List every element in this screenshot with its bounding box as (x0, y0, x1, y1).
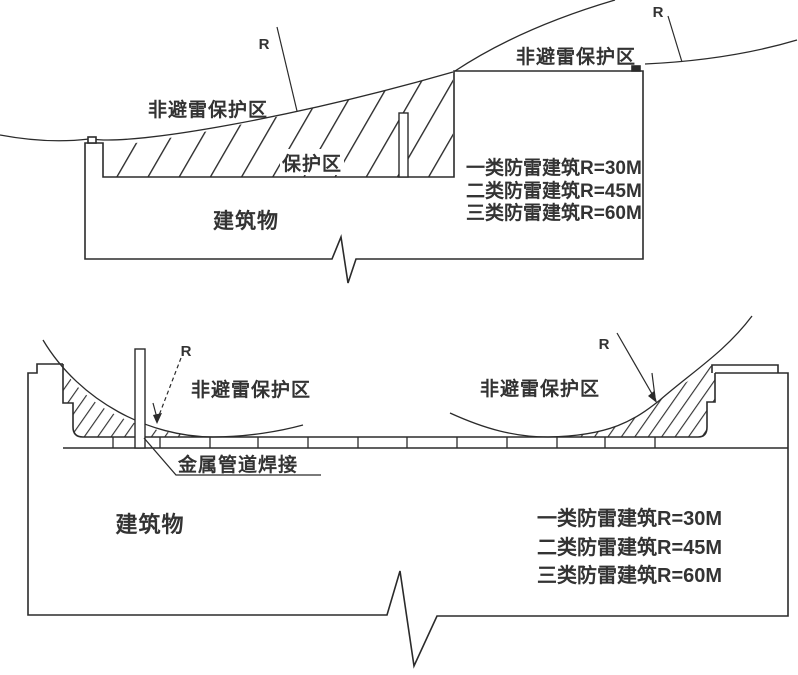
bottom-radius-leader-right (616, 332, 656, 400)
sphere-arc-roof (91, 71, 454, 141)
top-building-label: 建筑物 (213, 209, 279, 233)
bottom-roof-pipe (134, 348, 146, 449)
bottom-class-line-2: 二类防雷建筑R=45M (537, 535, 722, 559)
bottom-radius-label-right: R (599, 336, 610, 353)
air-terminal-left (87, 136, 97, 144)
top-roof-pipe (398, 112, 409, 178)
top-radius-label-right: R (653, 4, 664, 21)
bottom-class-line-1: 一类防雷建筑R=30M (537, 506, 722, 530)
top-diagram (0, 0, 798, 284)
top-class-line-3: 三类防雷建筑R=60M (466, 201, 642, 224)
bottom-hatch-right (548, 365, 715, 437)
bottom-radius-arrow-left (153, 413, 162, 424)
bottom-class-line-3: 三类防雷建筑R=60M (537, 563, 722, 587)
top-building-outline (84, 70, 644, 284)
top-protection-zone-hatch (105, 72, 453, 177)
top-class-line-2: 二类防雷建筑R=45M (466, 179, 642, 202)
top-unprotected-right-label: 非避雷保护区 (516, 45, 636, 68)
bottom-roof-inner-profile (62, 364, 716, 438)
bottom-radius-leader-left (157, 357, 182, 419)
top-radius-leader-left (276, 26, 298, 112)
sphere-arc-far-left (0, 134, 90, 142)
sphere-arc-far-right (644, 39, 798, 65)
top-class-line-1: 一类防雷建筑R=30M (466, 156, 642, 179)
bottom-building-label: 建筑物 (115, 512, 184, 537)
air-terminal-right (631, 65, 641, 72)
top-diagram-labels: 非避雷保护区 非避雷保护区 保护区 建筑物 R R 一类防雷建筑R=30M 二类… (148, 4, 664, 233)
top-radius-leader-right (667, 15, 683, 63)
sphere-arc-over-tower (454, 0, 616, 72)
bottom-hatch-left (63, 372, 210, 437)
bottom-radius-label-left: R (181, 343, 192, 360)
label-backing (280, 149, 344, 175)
bottom-unprotected-left-label: 非避雷保护区 (191, 378, 311, 401)
roof-panel-dividers (112, 437, 656, 448)
pipe-weld-label: 金属管道焊接 (177, 453, 298, 476)
bottom-sphere-arc-left (42, 339, 304, 438)
top-radius-label-left: R (259, 36, 270, 53)
bottom-unprotected-right-label: 非避雷保护区 (480, 377, 600, 400)
bottom-sphere-arc-right (449, 315, 753, 438)
bottom-radius-arrow-right (648, 391, 657, 403)
top-protected-zone-label: 保护区 (281, 152, 342, 175)
top-unprotected-left-label: 非避雷保护区 (148, 98, 268, 121)
bottom-diagram (27, 315, 789, 669)
right-parapet-coping (711, 364, 779, 373)
bottom-diagram-labels: 非避雷保护区 非避雷保护区 金属管道焊接 建筑物 R R 一类防雷建筑R=30M… (115, 336, 722, 587)
bottom-building-outline (27, 363, 789, 669)
pipe-weld-leader (143, 437, 321, 476)
